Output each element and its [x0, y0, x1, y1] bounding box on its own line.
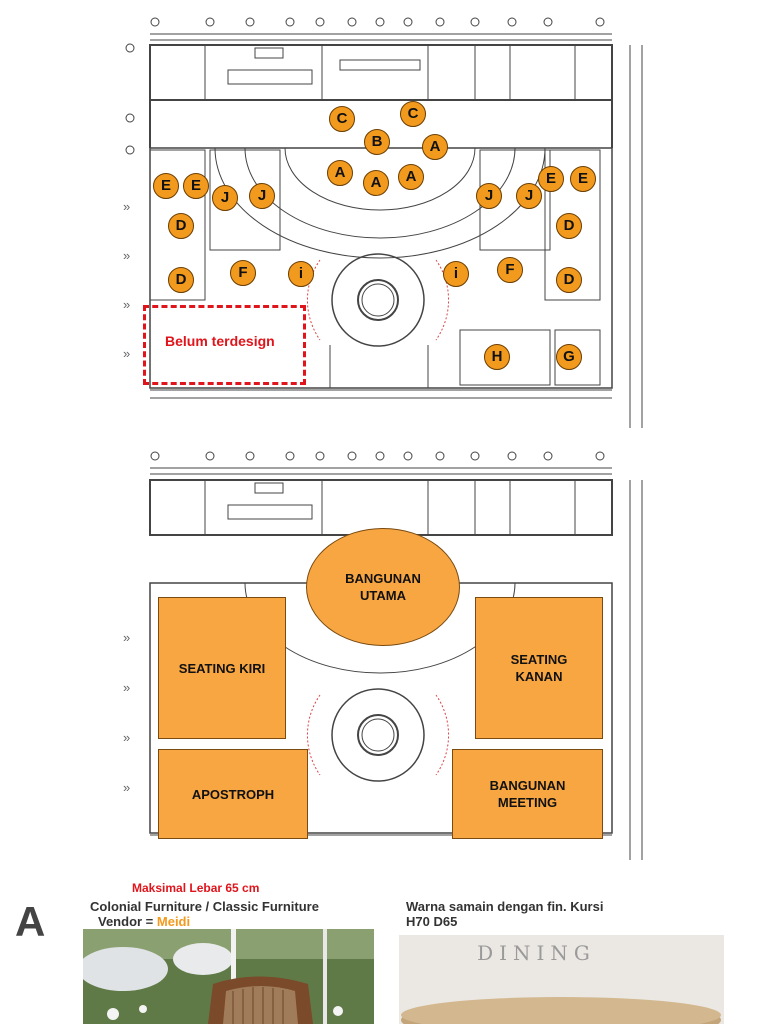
chair-photo — [83, 929, 374, 1024]
table-photo: DINING — [399, 935, 724, 1024]
arrow-icon: » — [123, 248, 131, 263]
furniture-marker: E — [183, 173, 209, 199]
vendor-line: Vendor = Meidi — [90, 914, 319, 929]
furniture-marker: A — [327, 160, 353, 186]
furniture-marker: i — [443, 261, 469, 287]
arrow-icon: » — [123, 297, 131, 312]
floor-plan-markers: » » » » C C B A A A A E E J J D D F i i … — [0, 0, 768, 430]
furniture-marker: D — [168, 213, 194, 239]
table-photo-image — [399, 935, 724, 1024]
furniture-marker: J — [476, 183, 502, 209]
zone-bangunan-meeting: BANGUNAN MEETING — [452, 749, 603, 839]
arrow-icon: » — [123, 630, 131, 645]
zone-plan-drawing — [149, 451, 643, 860]
furniture-marker: J — [516, 183, 542, 209]
arrow-icon: » — [123, 780, 131, 795]
grid-bubbles — [125, 17, 605, 155]
item-caption: Colonial Furniture / Classic Furniture V… — [90, 899, 319, 929]
furniture-marker: F — [230, 260, 256, 286]
furniture-marker: H — [484, 344, 510, 370]
arrow-icon: » — [123, 199, 131, 214]
undesigned-area-label: Belum terdesign — [165, 333, 275, 349]
item-letter: A — [15, 898, 46, 945]
color-note: Warna samain dengan fin. Kursi — [406, 899, 604, 914]
furniture-marker: J — [212, 185, 238, 211]
zone-seating-kanan: SEATING KANAN — [475, 597, 603, 739]
dimensions-note: H70 D65 — [406, 914, 458, 929]
furniture-marker: i — [288, 261, 314, 287]
furniture-marker: D — [556, 267, 582, 293]
undesigned-area-outline — [143, 305, 306, 385]
furniture-marker: E — [153, 173, 179, 199]
max-width-note: Maksimal Lebar 65 cm — [132, 881, 260, 895]
furniture-marker: J — [249, 183, 275, 209]
floor-plan-zones: » » » » BANGUNAN UTAMA SEATING KIRI SEAT… — [0, 440, 768, 865]
arrow-icon: » — [123, 730, 131, 745]
floor-plan-drawing — [125, 17, 643, 428]
furniture-marker: E — [538, 166, 564, 192]
furniture-marker: C — [400, 101, 426, 127]
furniture-marker: B — [364, 129, 390, 155]
furniture-marker: A — [398, 164, 424, 190]
vendor-name: Meidi — [156, 914, 191, 929]
color-note-block: Warna samain dengan fin. Kursi H70 D65 — [406, 899, 603, 929]
chair-photo-image — [83, 929, 374, 1024]
furniture-marker: G — [556, 344, 582, 370]
vendor-prefix: Vendor = — [98, 914, 157, 929]
furniture-marker: C — [329, 106, 355, 132]
zone-seating-kiri: SEATING KIRI — [158, 597, 286, 739]
furniture-marker: F — [497, 257, 523, 283]
furniture-marker: A — [422, 134, 448, 160]
arrow-icon: » — [123, 346, 131, 361]
furniture-marker: D — [168, 267, 194, 293]
item-title: Colonial Furniture / Classic Furniture — [90, 899, 319, 914]
photo-caption-dining: DINING — [477, 941, 596, 965]
furniture-marker: E — [570, 166, 596, 192]
furniture-marker: A — [363, 170, 389, 196]
zone-apostroph: APOSTROPH — [158, 749, 308, 839]
arrow-icon: » — [123, 680, 131, 695]
furniture-marker: D — [556, 213, 582, 239]
zone-bangunan-utama: BANGUNAN UTAMA — [306, 528, 460, 646]
